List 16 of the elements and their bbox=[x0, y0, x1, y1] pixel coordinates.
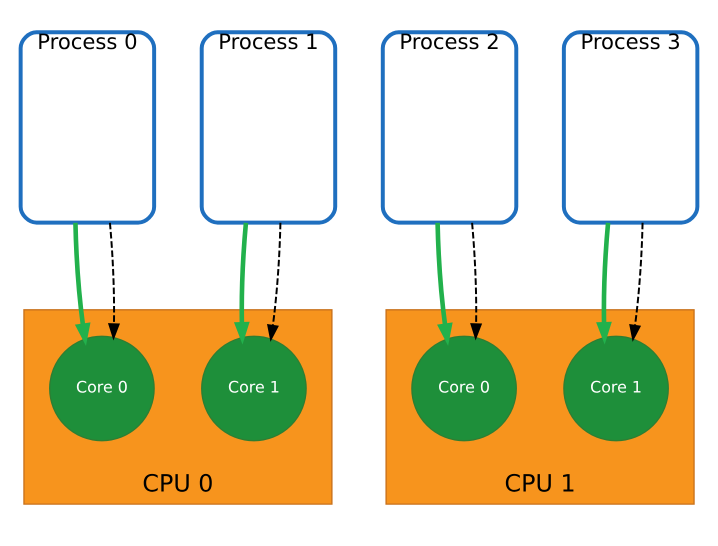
arrow bbox=[267, 222, 282, 342]
arrow bbox=[435, 222, 453, 346]
arrow bbox=[629, 222, 644, 342]
node-box: Process 1 bbox=[200, 30, 338, 224]
node-box: Process 3 bbox=[562, 30, 700, 224]
arrow bbox=[234, 222, 250, 344]
node-circle: Core 0 bbox=[49, 335, 155, 441]
node-box: Process 0 bbox=[18, 30, 156, 224]
arrow bbox=[596, 222, 612, 344]
arrow bbox=[470, 222, 482, 340]
node-circle: Core 0 bbox=[411, 335, 517, 441]
arrow bbox=[73, 222, 90, 346]
node-box: Process 2 bbox=[380, 30, 518, 224]
arrow bbox=[108, 222, 120, 340]
node-circle: Core 1 bbox=[563, 335, 669, 441]
node-circle: Core 1 bbox=[201, 335, 307, 441]
